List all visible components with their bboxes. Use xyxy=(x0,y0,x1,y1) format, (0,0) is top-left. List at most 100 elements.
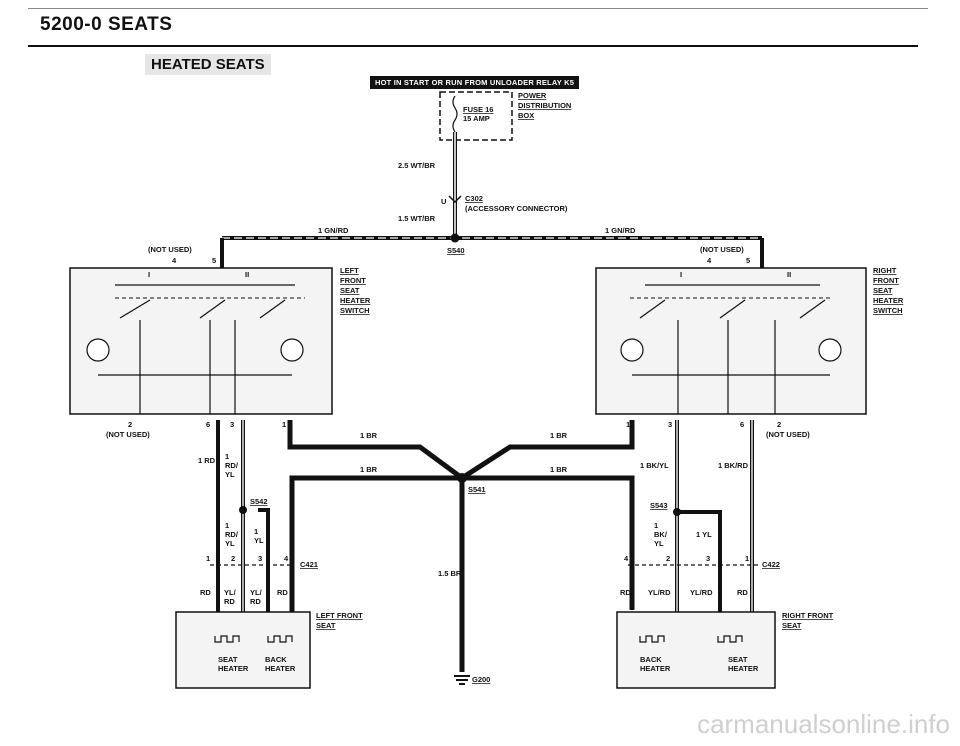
rdyl-left-line2: RD/ xyxy=(225,461,239,470)
left-switch-not-used-bottom: (NOT USED) xyxy=(106,430,150,439)
right-switch-name5: SWITCH xyxy=(873,306,903,315)
rdyl-left-line3: YL xyxy=(225,470,235,479)
s542-splice xyxy=(239,506,247,514)
c422-pin3: 3 xyxy=(706,554,710,563)
left-switch-pin4: 4 xyxy=(172,256,177,265)
c421-pin3: 3 xyxy=(258,554,262,563)
left-switch-name2: FRONT xyxy=(340,276,366,285)
left-switch-not-used-top: (NOT USED) xyxy=(148,245,192,254)
right-heater2-line2: HEATER xyxy=(728,664,759,673)
right-seat-wire-rd2: RD xyxy=(737,588,748,597)
fuse-name: FUSE 16 xyxy=(463,105,493,114)
s541-label: S541 xyxy=(468,485,486,494)
left-seat-wire-ylrd2-a: YL/ xyxy=(250,588,263,597)
left-switch-pos2: II xyxy=(245,270,249,279)
g200-label: G200 xyxy=(472,675,490,684)
right-switch-name2: FRONT xyxy=(873,276,899,285)
left-front-seat: SEAT HEATER BACK HEATER LEFT FRONT SEAT xyxy=(175,611,363,689)
left-seat-name2: SEAT xyxy=(316,621,336,630)
gnrd-right-label: 1 GN/RD xyxy=(605,226,636,235)
c422-pin2: 2 xyxy=(666,554,670,563)
power-box-line3: BOX xyxy=(518,111,534,120)
right-switch-name1: RIGHT xyxy=(873,266,897,275)
bkyl-right-label: 1 BK/YL xyxy=(640,461,669,470)
gnrd-bus: S540 1 GN/RD 1 GN/RD xyxy=(220,226,764,270)
s542-rdyl-line1: 1 xyxy=(225,521,229,530)
right-switch-name4: HEATER xyxy=(873,296,904,305)
right-heater2-line1: SEAT xyxy=(728,655,748,664)
br-wire-label-4: 1 BR xyxy=(550,465,568,474)
left-switch-pin1: 1 xyxy=(282,420,286,429)
left-seat-wire-rd: RD xyxy=(200,588,211,597)
ground-icon xyxy=(454,675,470,685)
left-switch-pin6: 6 xyxy=(206,420,210,429)
right-seat-name2: SEAT xyxy=(782,621,802,630)
title-rule xyxy=(28,45,918,47)
right-switch-pin3: 3 xyxy=(668,420,672,429)
left-switch-pin2: 2 xyxy=(128,420,132,429)
s543-bkyl-line3: YL xyxy=(654,539,664,548)
fuse-rating: 15 AMP xyxy=(463,114,490,123)
right-indicator-lamp-icon xyxy=(620,338,644,362)
c422-pin4: 4 xyxy=(624,554,629,563)
right-front-seat: BACK HEATER SEAT HEATER RIGHT FRONT SEAT xyxy=(616,611,834,689)
s542-rdyl-line3: YL xyxy=(225,539,235,548)
left-switch-name5: SWITCH xyxy=(340,306,370,315)
feed-wire: 2.5 WT/BR U C302 (ACCESSORY CONNECTOR) 1… xyxy=(398,132,568,238)
c422-label: C422 xyxy=(762,560,780,569)
power-box-line1: POWER xyxy=(518,91,547,100)
right-switch-name3: SEAT xyxy=(873,286,893,295)
left-switch-pin5: 5 xyxy=(212,256,216,265)
power-banner: HOT IN START OR RUN FROM UNLOADER RELAY … xyxy=(370,76,580,89)
right-switch-not-used-top: (NOT USED) xyxy=(700,245,744,254)
right-seat-wire-ylrd1: YL/RD xyxy=(648,588,671,597)
right-switch-pos2: II xyxy=(787,270,791,279)
left-seat-wire-ylrd2-b: RD xyxy=(250,597,261,606)
s543-bkyl-line2: BK/ xyxy=(654,530,668,539)
br-wire-label-1: 1 BR xyxy=(360,431,378,440)
seat-heater-element-icon-right xyxy=(717,635,743,643)
top-rule xyxy=(28,8,928,9)
section-title: HEATED SEATS xyxy=(145,54,271,75)
rdyl-left-line1: 1 xyxy=(225,452,229,461)
feed-wire-label: 2.5 WT/BR xyxy=(398,161,436,170)
right-switch-pin6: 6 xyxy=(740,420,744,429)
left-switch-pin3: 3 xyxy=(230,420,234,429)
right-switch-pin1: 1 xyxy=(626,420,630,429)
c421-label: C421 xyxy=(300,560,318,569)
rd-left-label: 1 RD xyxy=(198,456,216,465)
right-switch-pin5: 5 xyxy=(746,256,750,265)
left-seat-heater-switch: (NOT USED) 4 5 I II LEFT FRONT SEAT HEAT… xyxy=(69,245,371,439)
left-heater2-line2: HEATER xyxy=(265,664,296,673)
c302-desc: (ACCESSORY CONNECTOR) xyxy=(465,204,568,213)
c302-connector-icon xyxy=(448,195,462,204)
br-main-wire-label: 1.5 BR xyxy=(438,569,462,578)
s541-splice xyxy=(457,473,467,483)
right-seat-heater-switch: (NOT USED) 4 5 I II RIGHT FRONT SEAT HEA… xyxy=(595,245,904,439)
s542-yl-line2: YL xyxy=(254,536,264,545)
left-switch-name4: HEATER xyxy=(340,296,371,305)
s542-yl-line1: 1 xyxy=(254,527,258,536)
fuse-icon xyxy=(452,95,458,133)
c422-pin1: 1 xyxy=(745,554,749,563)
right-seat-wire-rd: RD xyxy=(620,588,631,597)
right-seat-wiring: S543 1 BK/YL 1 BK/RD 1 BK/ YL 1 YL 4 2 3… xyxy=(620,420,780,612)
s543-label: S543 xyxy=(650,501,668,510)
s543-splice xyxy=(673,508,681,516)
s540-label: S540 xyxy=(447,246,465,255)
s543-yl-label: 1 YL xyxy=(696,530,712,539)
c302-label: C302 xyxy=(465,194,483,203)
left-heater2-line1: BACK xyxy=(265,655,287,664)
right-switch-pin4: 4 xyxy=(707,256,712,265)
bkrd-right-label: 1 BK/RD xyxy=(718,461,749,470)
ground-wiring: S541 1 BR 1 BR 1 BR 1 BR 1.5 BR G200 xyxy=(287,420,635,685)
page-title: 5200-0 SEATS xyxy=(40,14,173,35)
br-wire-label-2: 1 BR xyxy=(550,431,568,440)
left-seat-wiring: S542 1 RD 1 RD/ YL 1 RD/ YL 1 YL 1 2 3 4… xyxy=(198,420,318,612)
c302-u: U xyxy=(441,197,446,206)
back-heater-element-icon xyxy=(267,635,293,643)
c421-pin1: 1 xyxy=(206,554,210,563)
gnrd-left-label: 1 GN/RD xyxy=(318,226,349,235)
left-heater1-line1: SEAT xyxy=(218,655,238,664)
